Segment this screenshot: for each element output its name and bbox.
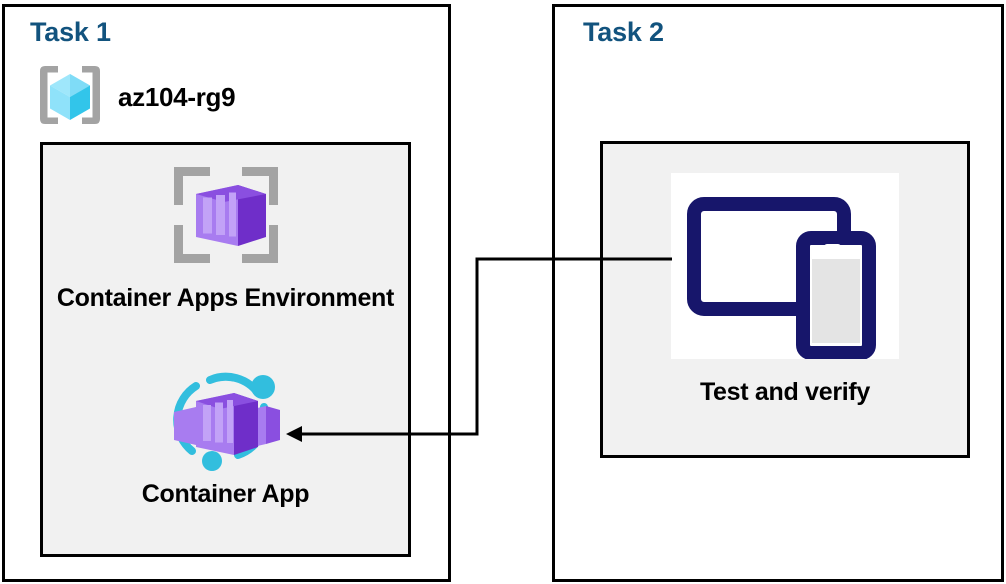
container-apps-environment-label: Container Apps Environment [56, 284, 395, 312]
container-apps-environment-icon [43, 157, 408, 280]
test-and-verify-label: Test and verify [699, 378, 871, 406]
test-and-verify-box: Test and verify [600, 141, 970, 458]
task-2-title: Task 2 [583, 17, 664, 47]
container-app-icon [43, 363, 408, 476]
resource-group-icon [34, 62, 106, 133]
container-apps-environment-box: Container Apps Environment [40, 142, 411, 557]
resource-group-name: az104-rg9 [118, 82, 236, 112]
task-1-title: Task 1 [30, 17, 111, 47]
resource-group-row: az104-rg9 [34, 62, 236, 133]
container-apps-environment-resource: Container Apps Environment [43, 157, 408, 313]
container-app-resource: Container App [43, 363, 408, 509]
container-app-label: Container App [141, 480, 310, 508]
test-and-verify-resource: Test and verify [603, 173, 967, 407]
devices-test-icon [603, 173, 967, 364]
